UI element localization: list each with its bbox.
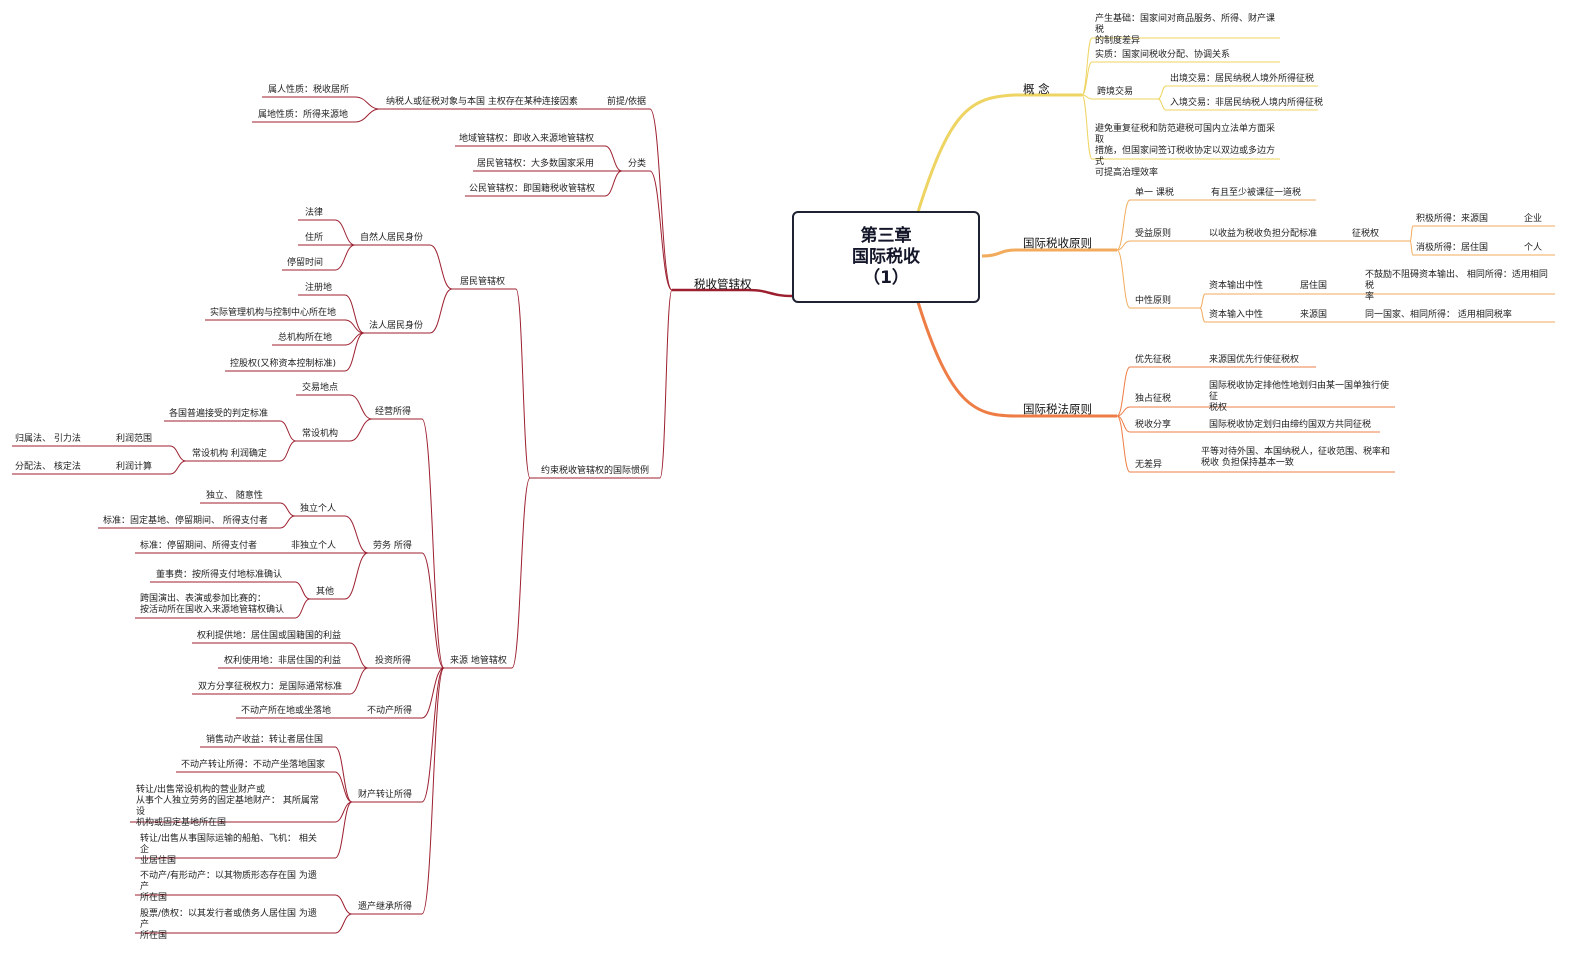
node-management-center[interactable]: 实际管理机构与控制中心所在地 — [210, 308, 337, 318]
node-profit-calc-methods[interactable]: 分配法、 核定法 — [15, 462, 81, 472]
node-law[interactable]: 法律 — [305, 208, 324, 218]
branch-intl-tax-principles[interactable]: 国际税收原则 — [1023, 236, 1092, 250]
node-passive-income[interactable]: 消极所得：居住国 — [1416, 243, 1489, 253]
node-basis[interactable]: 产生基础：国家间对商品服务、所得、财产课税 的制度差异 — [1095, 14, 1276, 46]
node-individual[interactable]: 个人 — [1524, 243, 1543, 253]
node-performance[interactable]: 跨国演出、表演或参加比赛的： 按活动所在国收入来源地管辖权确认 — [140, 594, 285, 615]
node-registration[interactable]: 注册地 — [305, 283, 333, 293]
node-enterprise[interactable]: 企业 — [1524, 214, 1543, 224]
node-independent-trait[interactable]: 独立、 随意性 — [206, 491, 263, 501]
node-dependent-standard[interactable]: 标准：停留期间、所得支付者 — [140, 541, 258, 551]
node-exclusive-detail[interactable]: 国际税收协定排他性地划归由某一国单独行使征 税权 — [1209, 381, 1390, 413]
node-citizen-jurisdiction[interactable]: 公民管辖权：即国籍税收管辖权 — [469, 184, 596, 194]
node-sharing-detail[interactable]: 国际税收协定划归由缔约国双方共同征税 — [1209, 420, 1372, 430]
node-tangible-inheritance[interactable]: 不动产/有形动产：以其物质形态存在国 为遗产 所在国 — [140, 871, 317, 903]
node-business-income[interactable]: 经营所得 — [375, 407, 412, 417]
node-priority-taxation[interactable]: 优先征税 — [1135, 355, 1172, 365]
branch-concept[interactable]: 概 念 — [1023, 82, 1050, 96]
node-territorial-jurisdiction[interactable]: 地域管辖权：即收入来源地管辖权 — [459, 134, 595, 144]
node-real-estate-income[interactable]: 不动产所得 — [367, 706, 413, 716]
node-taxing-right[interactable]: 征税权 — [1352, 229, 1380, 239]
node-profit-scope[interactable]: 利润范围 — [116, 434, 153, 444]
node-ship-aircraft-transfer[interactable]: 转让/出售从事国际运输的船舶、飞机： 相关企 业居住国 — [140, 834, 317, 866]
node-headquarters[interactable]: 总机构所在地 — [278, 333, 333, 343]
node-independent-standard[interactable]: 标准：固定基地、停留期间、 所得支付者 — [103, 516, 268, 526]
node-rights-provider[interactable]: 权利提供地：居住国或国籍国的利益 — [197, 631, 342, 641]
node-service-income[interactable]: 劳务 所得 — [373, 541, 412, 551]
node-transaction-place[interactable]: 交易地点 — [302, 383, 339, 393]
central-title-line3: （1） — [863, 267, 909, 288]
node-outbound[interactable]: 出境交易：居民纳税人境外所得征税 — [1170, 74, 1315, 84]
node-benefit-principle[interactable]: 受益原则 — [1135, 229, 1172, 239]
node-inbound[interactable]: 入境交易：非居民纳税人境内所得征税 — [1170, 98, 1324, 108]
node-capital-export-detail[interactable]: 不鼓励不阻碍资本输出、 相同所得：适用相同税 率 — [1365, 270, 1548, 302]
node-property-transfer[interactable]: 财产转让所得 — [358, 790, 413, 800]
node-pe-profit[interactable]: 常设机构 利润确定 — [192, 449, 267, 459]
node-legal-person[interactable]: 法人居民身份 — [369, 321, 424, 331]
node-real-estate-location[interactable]: 不动产所在地或坐落地 — [241, 706, 332, 716]
node-director-fee[interactable]: 董事费：按所得支付地标准确认 — [156, 570, 283, 580]
node-active-income[interactable]: 积极所得：来源国 — [1416, 214, 1489, 224]
node-priority-detail[interactable]: 来源国优先行使征税权 — [1209, 355, 1300, 365]
node-neutrality[interactable]: 中性原则 — [1135, 296, 1172, 306]
node-cross-border[interactable]: 跨境交易 — [1097, 87, 1134, 97]
node-source-country[interactable]: 来源国 — [1300, 310, 1328, 320]
node-other-service[interactable]: 其他 — [316, 587, 335, 597]
node-capital-export[interactable]: 资本输出中性 — [1209, 281, 1264, 291]
node-premise[interactable]: 前提/依据 — [607, 97, 647, 107]
node-single-tax[interactable]: 单一 课税 — [1135, 188, 1174, 198]
node-source-jurisdiction[interactable]: 来源 地管辖权 — [450, 656, 507, 666]
node-investment-income[interactable]: 投资所得 — [375, 656, 412, 666]
branch-tax-jurisdiction[interactable]: 税收管辖权 — [694, 277, 752, 291]
node-shared-taxation[interactable]: 双方分享征税权力：是国际通常标准 — [198, 682, 343, 692]
node-classification[interactable]: 分类 — [628, 159, 647, 169]
node-stock-inheritance[interactable]: 股票/债权：以其发行者或债务人居住国 为遗产 所在国 — [140, 909, 317, 941]
node-rights-user[interactable]: 权利使用地：非居住国的利益 — [224, 656, 342, 666]
node-capital-import-detail[interactable]: 同一国家、相同所得： 适用相同税率 — [1365, 310, 1512, 320]
node-permanent-establishment[interactable]: 常设机构 — [302, 429, 339, 439]
node-domicile[interactable]: 住所 — [305, 233, 324, 243]
central-title-line1: 第三章 — [860, 225, 912, 246]
node-single-tax-detail[interactable]: 有且至少被课征一道税 — [1211, 188, 1302, 198]
node-capital-import[interactable]: 资本输入中性 — [1209, 310, 1264, 320]
node-inheritance-income[interactable]: 遗产继承所得 — [358, 902, 413, 912]
node-exclusive-taxation[interactable]: 独占征税 — [1135, 394, 1172, 404]
node-immovable-transfer[interactable]: 不动产转让所得：不动产坐落地国家 — [181, 760, 326, 770]
node-pe-criteria[interactable]: 各国普遍接受的判定标准 — [169, 409, 269, 419]
node-residence-country[interactable]: 居住国 — [1300, 281, 1328, 291]
node-profit-calc[interactable]: 利润计算 — [116, 462, 153, 472]
node-pe-property-transfer[interactable]: 转让/出售常设机构的营业财产或 从事个人独立劳务的固定基地财产： 其所属常设 机… — [136, 785, 319, 828]
node-territorial-nature[interactable]: 属地性质：所得来源地 — [258, 110, 349, 120]
node-resident-jurisdiction-rules[interactable]: 居民管辖权 — [460, 277, 506, 287]
node-personal-nature[interactable]: 属人性质：税收居所 — [268, 85, 350, 95]
central-topic[interactable]: 第三章 国际税收 （1） — [792, 211, 980, 303]
node-dependent-person[interactable]: 非独立个人 — [291, 541, 337, 551]
node-natural-person[interactable]: 自然人居民身份 — [360, 233, 424, 243]
node-non-discrimination-detail[interactable]: 平等对待外国、本国纳税人，征收范围、税率和 税收 负担保持基本一致 — [1201, 447, 1391, 468]
node-resident-jurisdiction[interactable]: 居民管辖权：大多数国家采用 — [477, 159, 595, 169]
node-benefit-detail[interactable]: 以收益为税收负担分配标准 — [1209, 229, 1318, 239]
node-essence[interactable]: 实质：国家间税收分配、协调关系 — [1095, 50, 1231, 60]
node-premise-detail[interactable]: 纳税人或征税对象与本国 主权存在某种连接因素 — [386, 97, 578, 107]
node-non-discrimination[interactable]: 无差异 — [1135, 460, 1163, 470]
node-independent-person[interactable]: 独立个人 — [300, 504, 337, 514]
node-avoid-double-tax[interactable]: 避免重复征税和防范避税可国内立法单方面采取 措施，但国家间签订税收协定以双边或多… — [1095, 124, 1276, 178]
branch-intl-tax-law-principles[interactable]: 国际税法原则 — [1023, 402, 1092, 416]
central-title-line2: 国际税收 — [852, 246, 920, 267]
node-profit-scope-methods[interactable]: 归属法、 引力法 — [15, 434, 81, 444]
node-stay-time[interactable]: 停留时间 — [287, 258, 324, 268]
node-movable-sale[interactable]: 销售动产收益：转让者居住国 — [206, 735, 324, 745]
node-controlling-interest[interactable]: 控股权(又称资本控制标准) — [230, 359, 337, 369]
node-tax-sharing[interactable]: 税收分享 — [1135, 420, 1172, 430]
node-intl-conventions[interactable]: 约束税收管辖权的国际惯例 — [541, 466, 650, 476]
